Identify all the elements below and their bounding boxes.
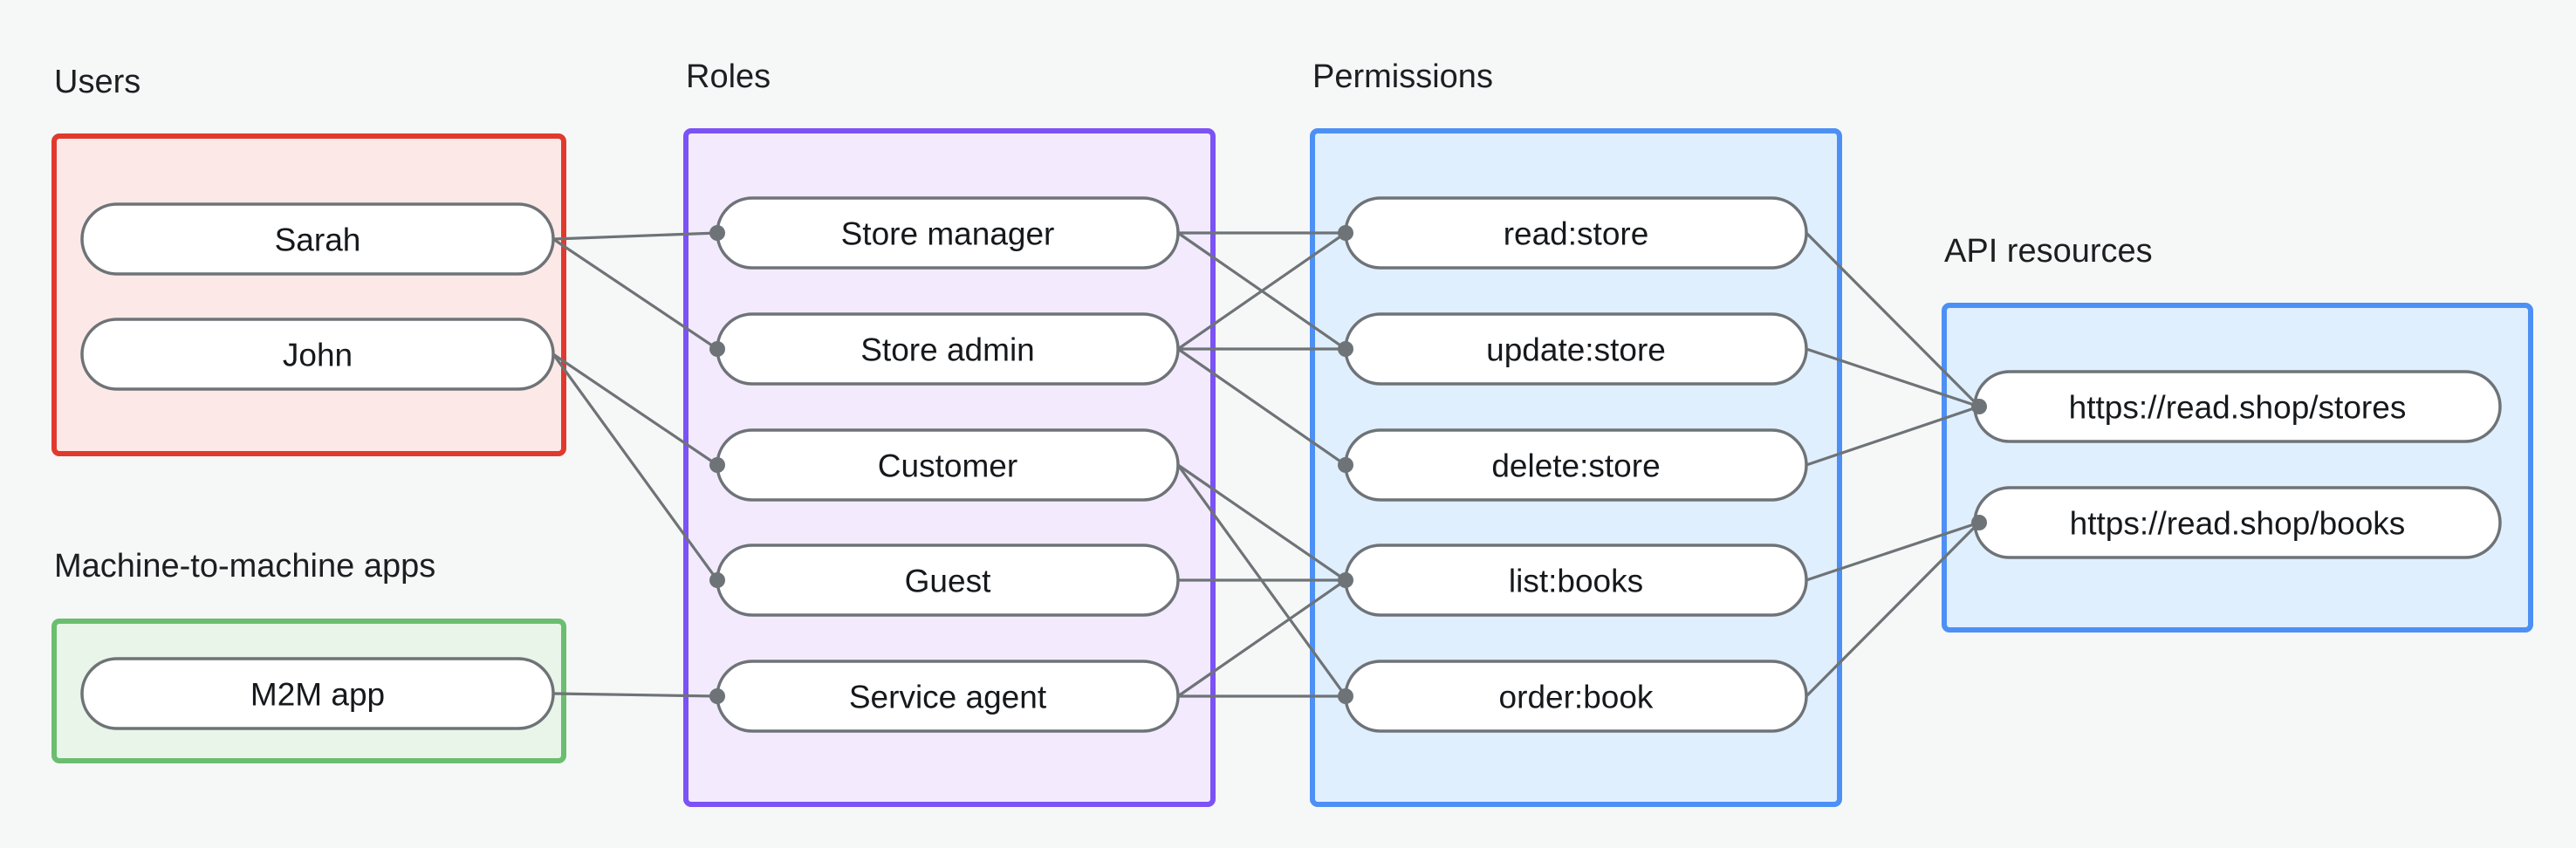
connection-dot-guest xyxy=(709,572,725,588)
edge-delete-store-to-read-shop-stores xyxy=(1805,405,1980,467)
node-pill-john[interactable] xyxy=(80,318,555,391)
group-container-api-resources xyxy=(1942,303,2533,633)
group-container-users xyxy=(51,133,566,456)
node-label-customer: Customer xyxy=(878,448,1017,484)
connection-dot-customer xyxy=(709,457,725,473)
node-label-store-manager: Store manager xyxy=(841,216,1055,252)
node-label-read-shop-stores: https://read.shop/stores xyxy=(2069,390,2407,426)
edge-update-store-to-read-shop-stores xyxy=(1805,347,1980,408)
edges-layer xyxy=(552,231,1981,698)
edge-sarah-to-store-admin xyxy=(552,237,718,351)
node-label-service-agent: Service agent xyxy=(849,680,1047,715)
group-label-m2m: Machine-to-machine apps xyxy=(54,548,435,585)
connection-dot-list-books xyxy=(1338,572,1353,588)
connection-dot-delete-store xyxy=(1338,457,1353,473)
node-pill-m2mapp[interactable] xyxy=(80,657,555,730)
node-label-order-book: order:book xyxy=(1499,680,1654,715)
group-label-roles: Roles xyxy=(686,58,771,95)
node-label-store-admin: Store admin xyxy=(860,332,1035,368)
node-label-delete-store: delete:store xyxy=(1491,448,1660,484)
group-label-api-resources: API resources xyxy=(1944,233,2153,270)
node-label-list-books: list:books xyxy=(1509,564,1643,599)
node-label-m2mapp: M2M app xyxy=(250,677,385,713)
node-label-read-store: read:store xyxy=(1504,216,1649,252)
node-label-guest: Guest xyxy=(905,564,991,599)
edge-order-book-to-read-shop-books xyxy=(1805,521,1981,698)
edge-dots-layer xyxy=(709,225,1987,704)
edge-list-books-to-read-shop-books xyxy=(1805,521,1980,582)
edge-sarah-to-store-manager xyxy=(552,231,718,241)
connection-dot-order-book xyxy=(1338,688,1353,704)
edge-john-to-customer xyxy=(552,352,718,467)
edge-m2mapp-to-service-agent xyxy=(552,692,718,698)
connection-dot-read-shop-books xyxy=(1971,515,1987,530)
group-label-permissions: Permissions xyxy=(1312,58,1493,95)
connection-dot-service-agent xyxy=(709,688,725,704)
connection-dot-store-admin xyxy=(709,341,725,357)
node-label-john: John xyxy=(283,338,353,373)
connection-dot-read-store xyxy=(1338,225,1353,241)
edge-store-admin-to-read-store xyxy=(1177,231,1346,351)
node-label-sarah: Sarah xyxy=(275,222,361,258)
connection-dot-read-shop-stores xyxy=(1971,399,1987,414)
edge-service-agent-to-list-books xyxy=(1177,578,1346,698)
edge-john-to-guest xyxy=(552,353,719,581)
edge-read-store-to-read-shop-stores xyxy=(1805,231,1981,408)
connection-dot-store-manager xyxy=(709,225,725,241)
node-pill-sarah[interactable] xyxy=(80,202,555,276)
connection-dot-update-store xyxy=(1338,341,1353,357)
node-label-read-shop-books: https://read.shop/books xyxy=(2070,506,2406,542)
edge-store-admin-to-delete-store xyxy=(1177,347,1346,467)
node-label-update-store: update:store xyxy=(1486,332,1666,368)
group-label-users: Users xyxy=(54,64,140,100)
edge-customer-to-list-books xyxy=(1177,463,1346,582)
